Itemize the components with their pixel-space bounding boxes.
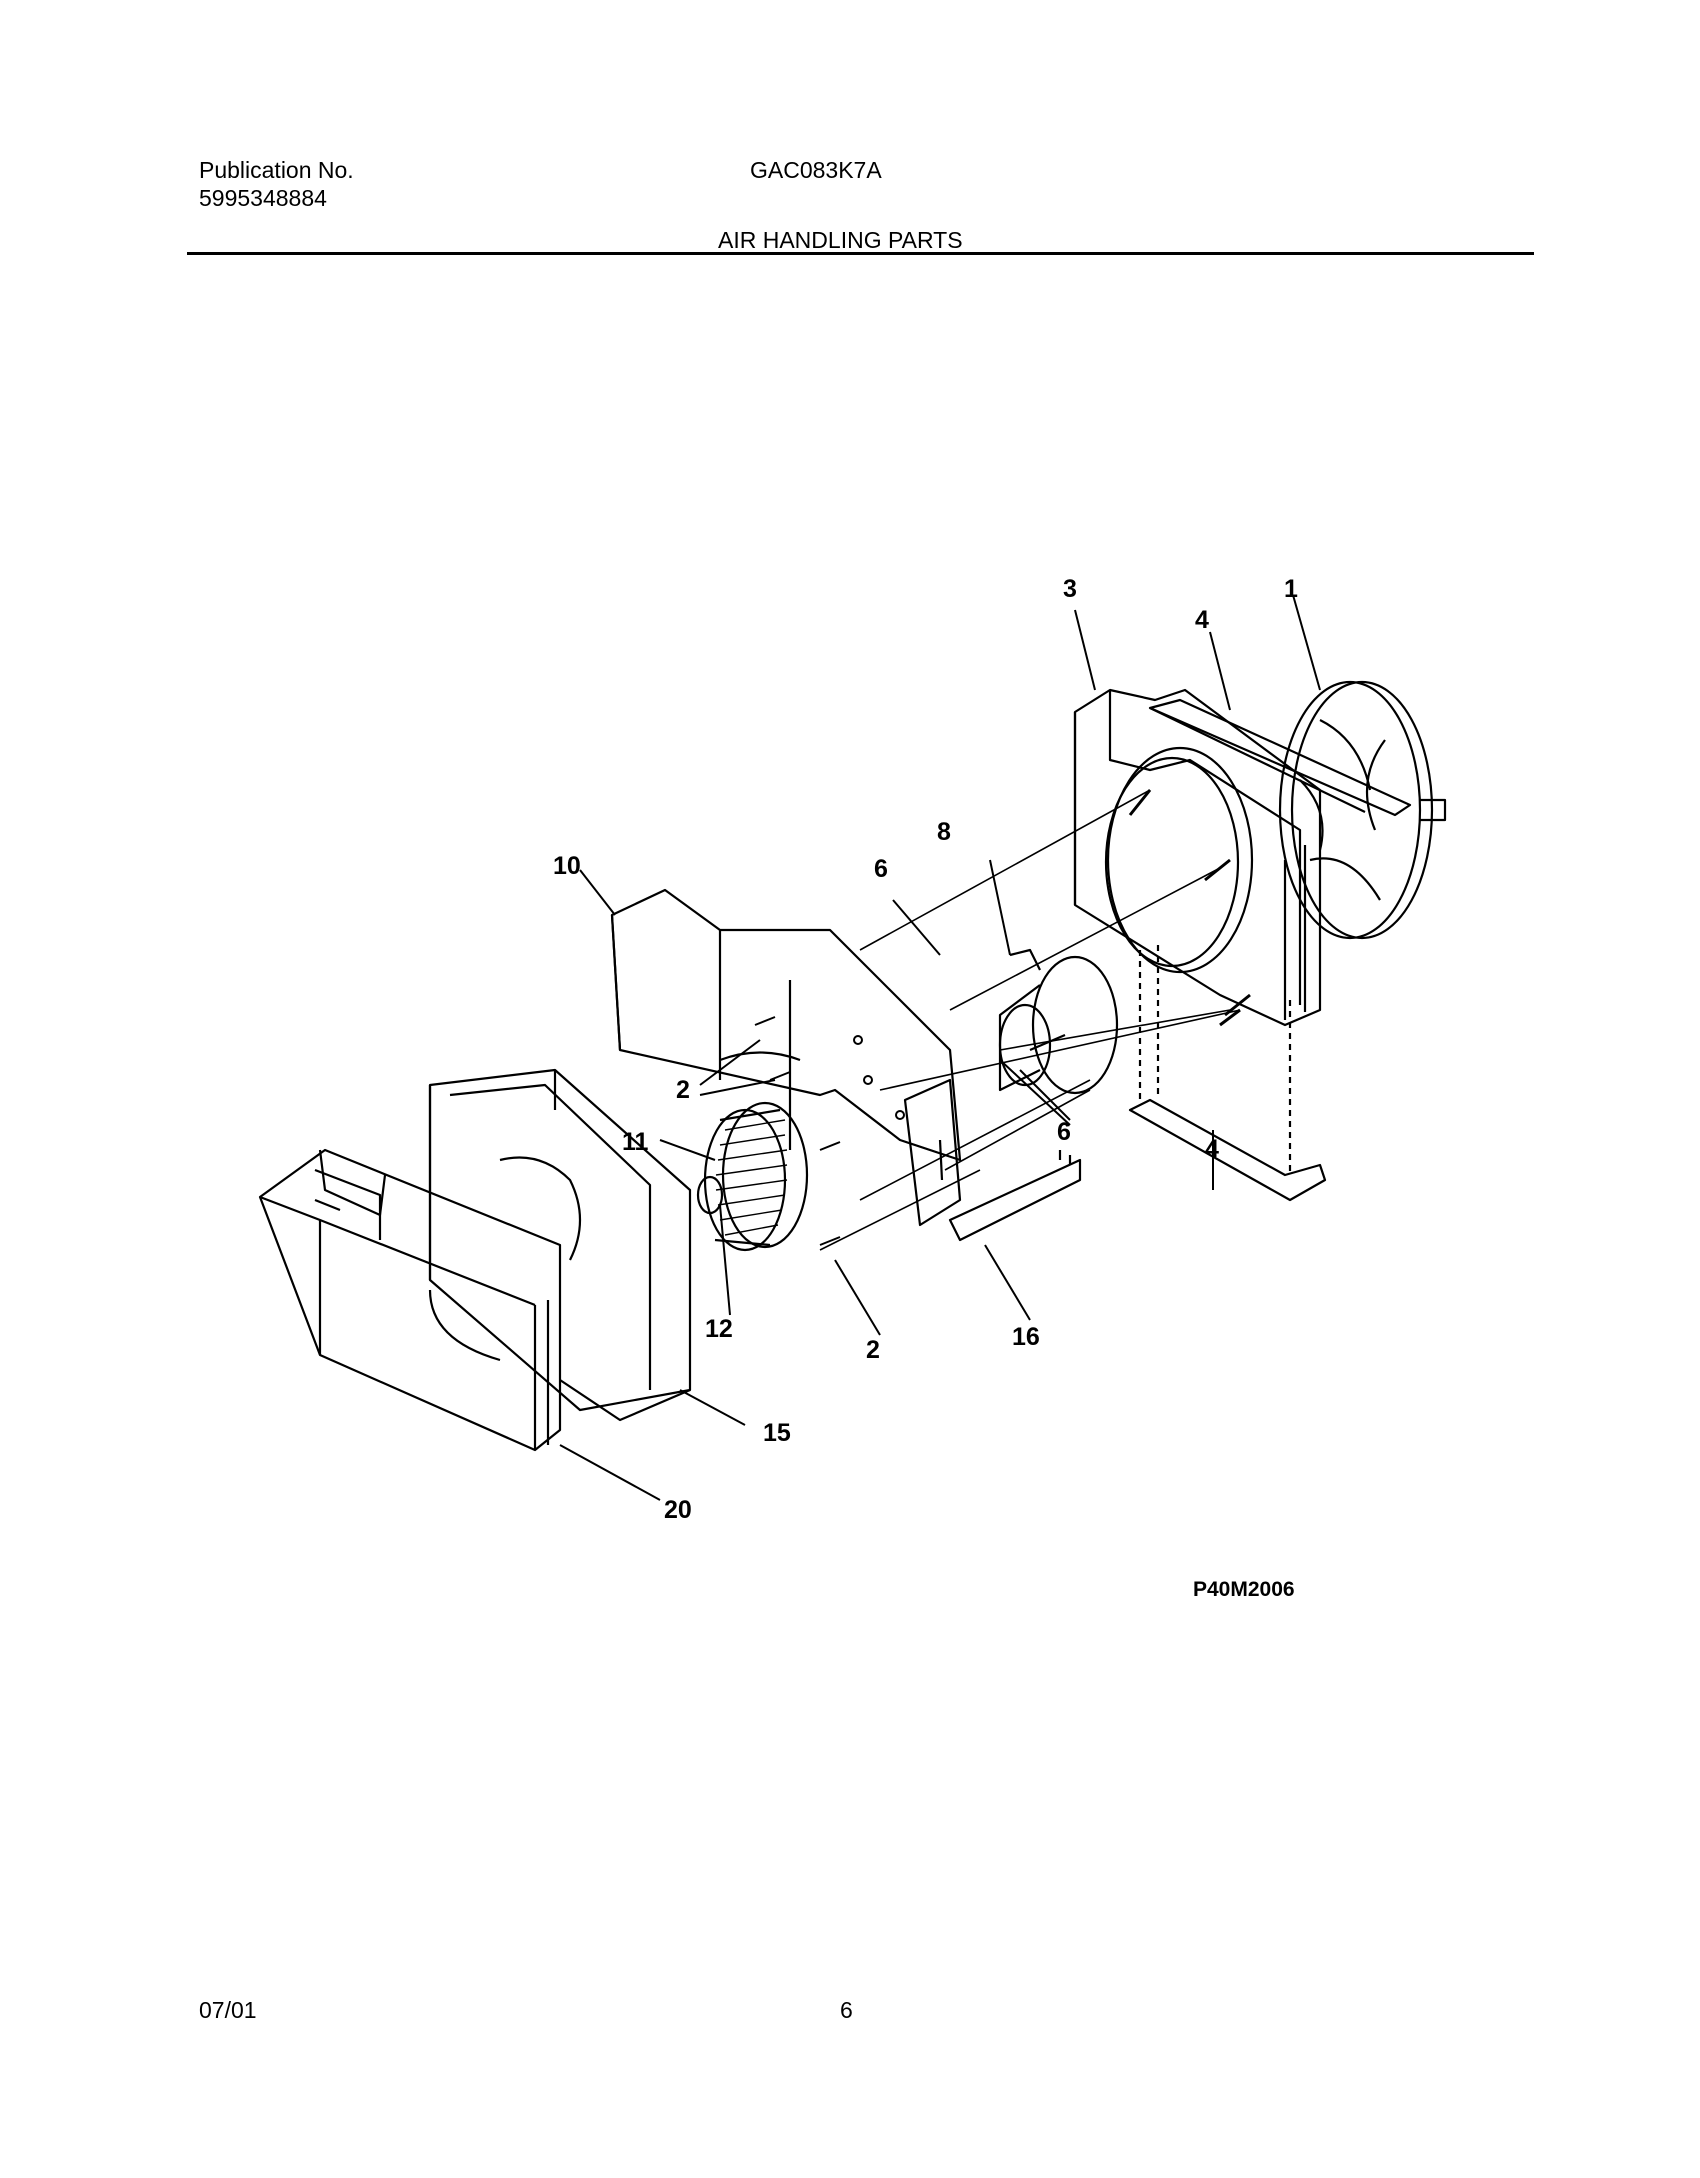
mounting-plate-part — [903, 1078, 962, 1227]
callout-labels: 1 2 2 2 3 4 4 6 6 8 10 11 12 15 16 20 — [553, 575, 1298, 1524]
header-rule — [187, 252, 1534, 255]
shroud-part — [1073, 688, 1322, 1027]
callout-2a: 2 — [676, 1076, 690, 1104]
clip-part — [948, 1150, 1082, 1242]
callout-4b: 4 — [1205, 1135, 1219, 1163]
callout-20: 20 — [664, 1496, 692, 1524]
section-title: AIR HANDLING PARTS — [718, 227, 963, 253]
callout-4a: 4 — [1195, 606, 1209, 634]
callout-6b: 6 — [1057, 1118, 1071, 1146]
screws — [754, 1016, 905, 1246]
bottom-bracket-part — [1128, 945, 1327, 1202]
callout-16: 16 — [1012, 1323, 1040, 1351]
callout-15: 15 — [763, 1419, 791, 1447]
callout-2b: 2 — [866, 1336, 880, 1364]
scroll-panel-part — [610, 888, 962, 1162]
publication-number: 5995348884 — [199, 185, 327, 211]
callout-12: 12 — [705, 1315, 733, 1343]
top-bracket-part — [1148, 698, 1412, 817]
callout-6a: 6 — [874, 855, 888, 883]
model-number: GAC083K7A — [750, 157, 882, 183]
footer-date: 07/01 — [199, 1997, 257, 2023]
callout-3: 3 — [1063, 575, 1077, 603]
page-number: 6 — [840, 1997, 853, 2023]
figure-code: P40M2006 — [1193, 1578, 1295, 1601]
callout-10: 10 — [553, 852, 581, 880]
blower-wheel-part — [696, 1101, 809, 1252]
callout-1: 1 — [1284, 575, 1298, 603]
callout-11: 11 — [622, 1128, 649, 1156]
motor-part — [998, 948, 1119, 1095]
publication-label: Publication No. — [199, 157, 354, 183]
fan-blade-part — [1278, 680, 1447, 940]
callout-8: 8 — [937, 818, 951, 846]
assembly-lines — [819, 789, 1241, 1251]
leader-lines — [559, 594, 1321, 1501]
housing-part — [428, 1068, 692, 1422]
front-panel-part — [258, 1148, 562, 1452]
